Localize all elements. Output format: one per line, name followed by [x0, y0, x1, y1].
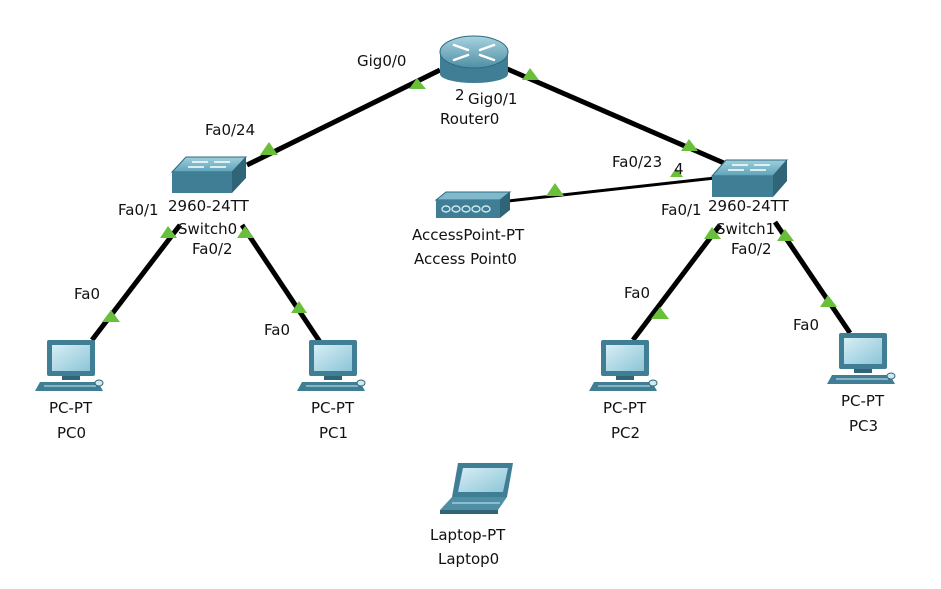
access-point-icon: [434, 191, 512, 218]
pc3-name-label: PC3: [849, 417, 878, 435]
ap0-model-label: AccessPoint-PT: [412, 226, 525, 244]
pc-icon: [827, 333, 896, 384]
status-up-icon: [651, 307, 669, 319]
pc1[interactable]: PC-PT PC1: [297, 340, 366, 442]
status-up-icon: [409, 78, 426, 89]
access-point0[interactable]: AccessPoint-PT Access Point0: [412, 191, 525, 268]
port-label: Fa0: [624, 284, 650, 302]
link-router0-switch0[interactable]: [245, 67, 442, 168]
status-up-icon: [237, 226, 254, 238]
switch1-model-label: 2960-24TT: [708, 197, 790, 215]
switch0-name-label: Switch0: [178, 220, 237, 238]
switch1-name-label: Switch1: [716, 220, 775, 238]
laptop0-name-label: Laptop0: [438, 550, 499, 568]
pc0-model-label: PC-PT: [49, 399, 93, 417]
link-switch0-pc1[interactable]: [239, 223, 325, 347]
pc2[interactable]: PC-PT PC2: [589, 340, 658, 442]
link-router0-switch1[interactable]: [504, 65, 741, 173]
switch1[interactable]: 2960-24TT Switch1: [708, 159, 790, 238]
status-up-icon: [160, 226, 177, 238]
port-label: Fa0/2: [731, 240, 772, 258]
status-up-icon: [704, 227, 721, 239]
status-up-icon: [522, 68, 539, 80]
laptop0[interactable]: Laptop-PT Laptop0: [430, 463, 513, 568]
port-label: Fa0/1: [661, 201, 702, 219]
port-label: Fa0/23: [612, 153, 662, 171]
pc2-model-label: PC-PT: [603, 399, 647, 417]
status-up-icon: [546, 183, 564, 196]
switch0[interactable]: 2960-24TT Switch0: [168, 156, 250, 238]
pc1-model-label: PC-PT: [311, 399, 355, 417]
status-up-icon: [670, 168, 683, 177]
pc3-model-label: PC-PT: [841, 392, 885, 410]
link-ap0-switch1[interactable]: [507, 176, 716, 203]
port-label: Fa0/2: [192, 240, 233, 258]
port-label: Fa0/24: [205, 121, 255, 139]
status-up-icon: [260, 142, 278, 155]
router0-number-label: 2: [455, 86, 465, 104]
router-icon: [439, 35, 509, 83]
laptop-icon: [440, 463, 513, 514]
pc1-name-label: PC1: [319, 424, 348, 442]
status-up-icon: [291, 301, 307, 313]
port-label: Fa0/1: [118, 201, 159, 219]
link-switch1-pc2[interactable]: [631, 223, 722, 342]
switch0-model-label: 2960-24TT: [168, 197, 250, 215]
status-up-icon: [102, 310, 120, 322]
pc-icon: [589, 340, 658, 391]
switch-icon: [170, 156, 248, 193]
pc3[interactable]: PC-PT PC3: [827, 333, 896, 435]
port-label: Fa0: [264, 321, 290, 339]
status-up-icon: [681, 139, 698, 151]
switch-icon: [710, 159, 789, 197]
router0[interactable]: 2 Router0: [439, 35, 509, 128]
port-label: Fa0: [793, 316, 819, 334]
port-label: Gig0/1: [468, 90, 517, 108]
pc-icon: [297, 340, 366, 391]
port-label: Gig0/0: [357, 52, 406, 70]
status-up-icon: [777, 229, 794, 241]
pc0[interactable]: PC-PT PC0: [35, 340, 104, 442]
port-label: Fa0: [74, 285, 100, 303]
pc0-name-label: PC0: [57, 424, 86, 442]
router0-name-label: Router0: [440, 110, 499, 128]
link-status-indicators: [102, 68, 837, 322]
link-switch0-pc0[interactable]: [90, 223, 182, 342]
status-up-icon: [820, 295, 837, 307]
port-labels: Gig0/0 Gig0/1 Fa0/24 Fa0/1 Fa0/2 Fa0/23 …: [74, 52, 819, 339]
pc-icon: [35, 340, 104, 391]
pc2-name-label: PC2: [611, 424, 640, 442]
ap0-name-label: Access Point0: [414, 250, 517, 268]
port-label: 4: [674, 160, 684, 178]
laptop0-model-label: Laptop-PT: [430, 526, 506, 544]
